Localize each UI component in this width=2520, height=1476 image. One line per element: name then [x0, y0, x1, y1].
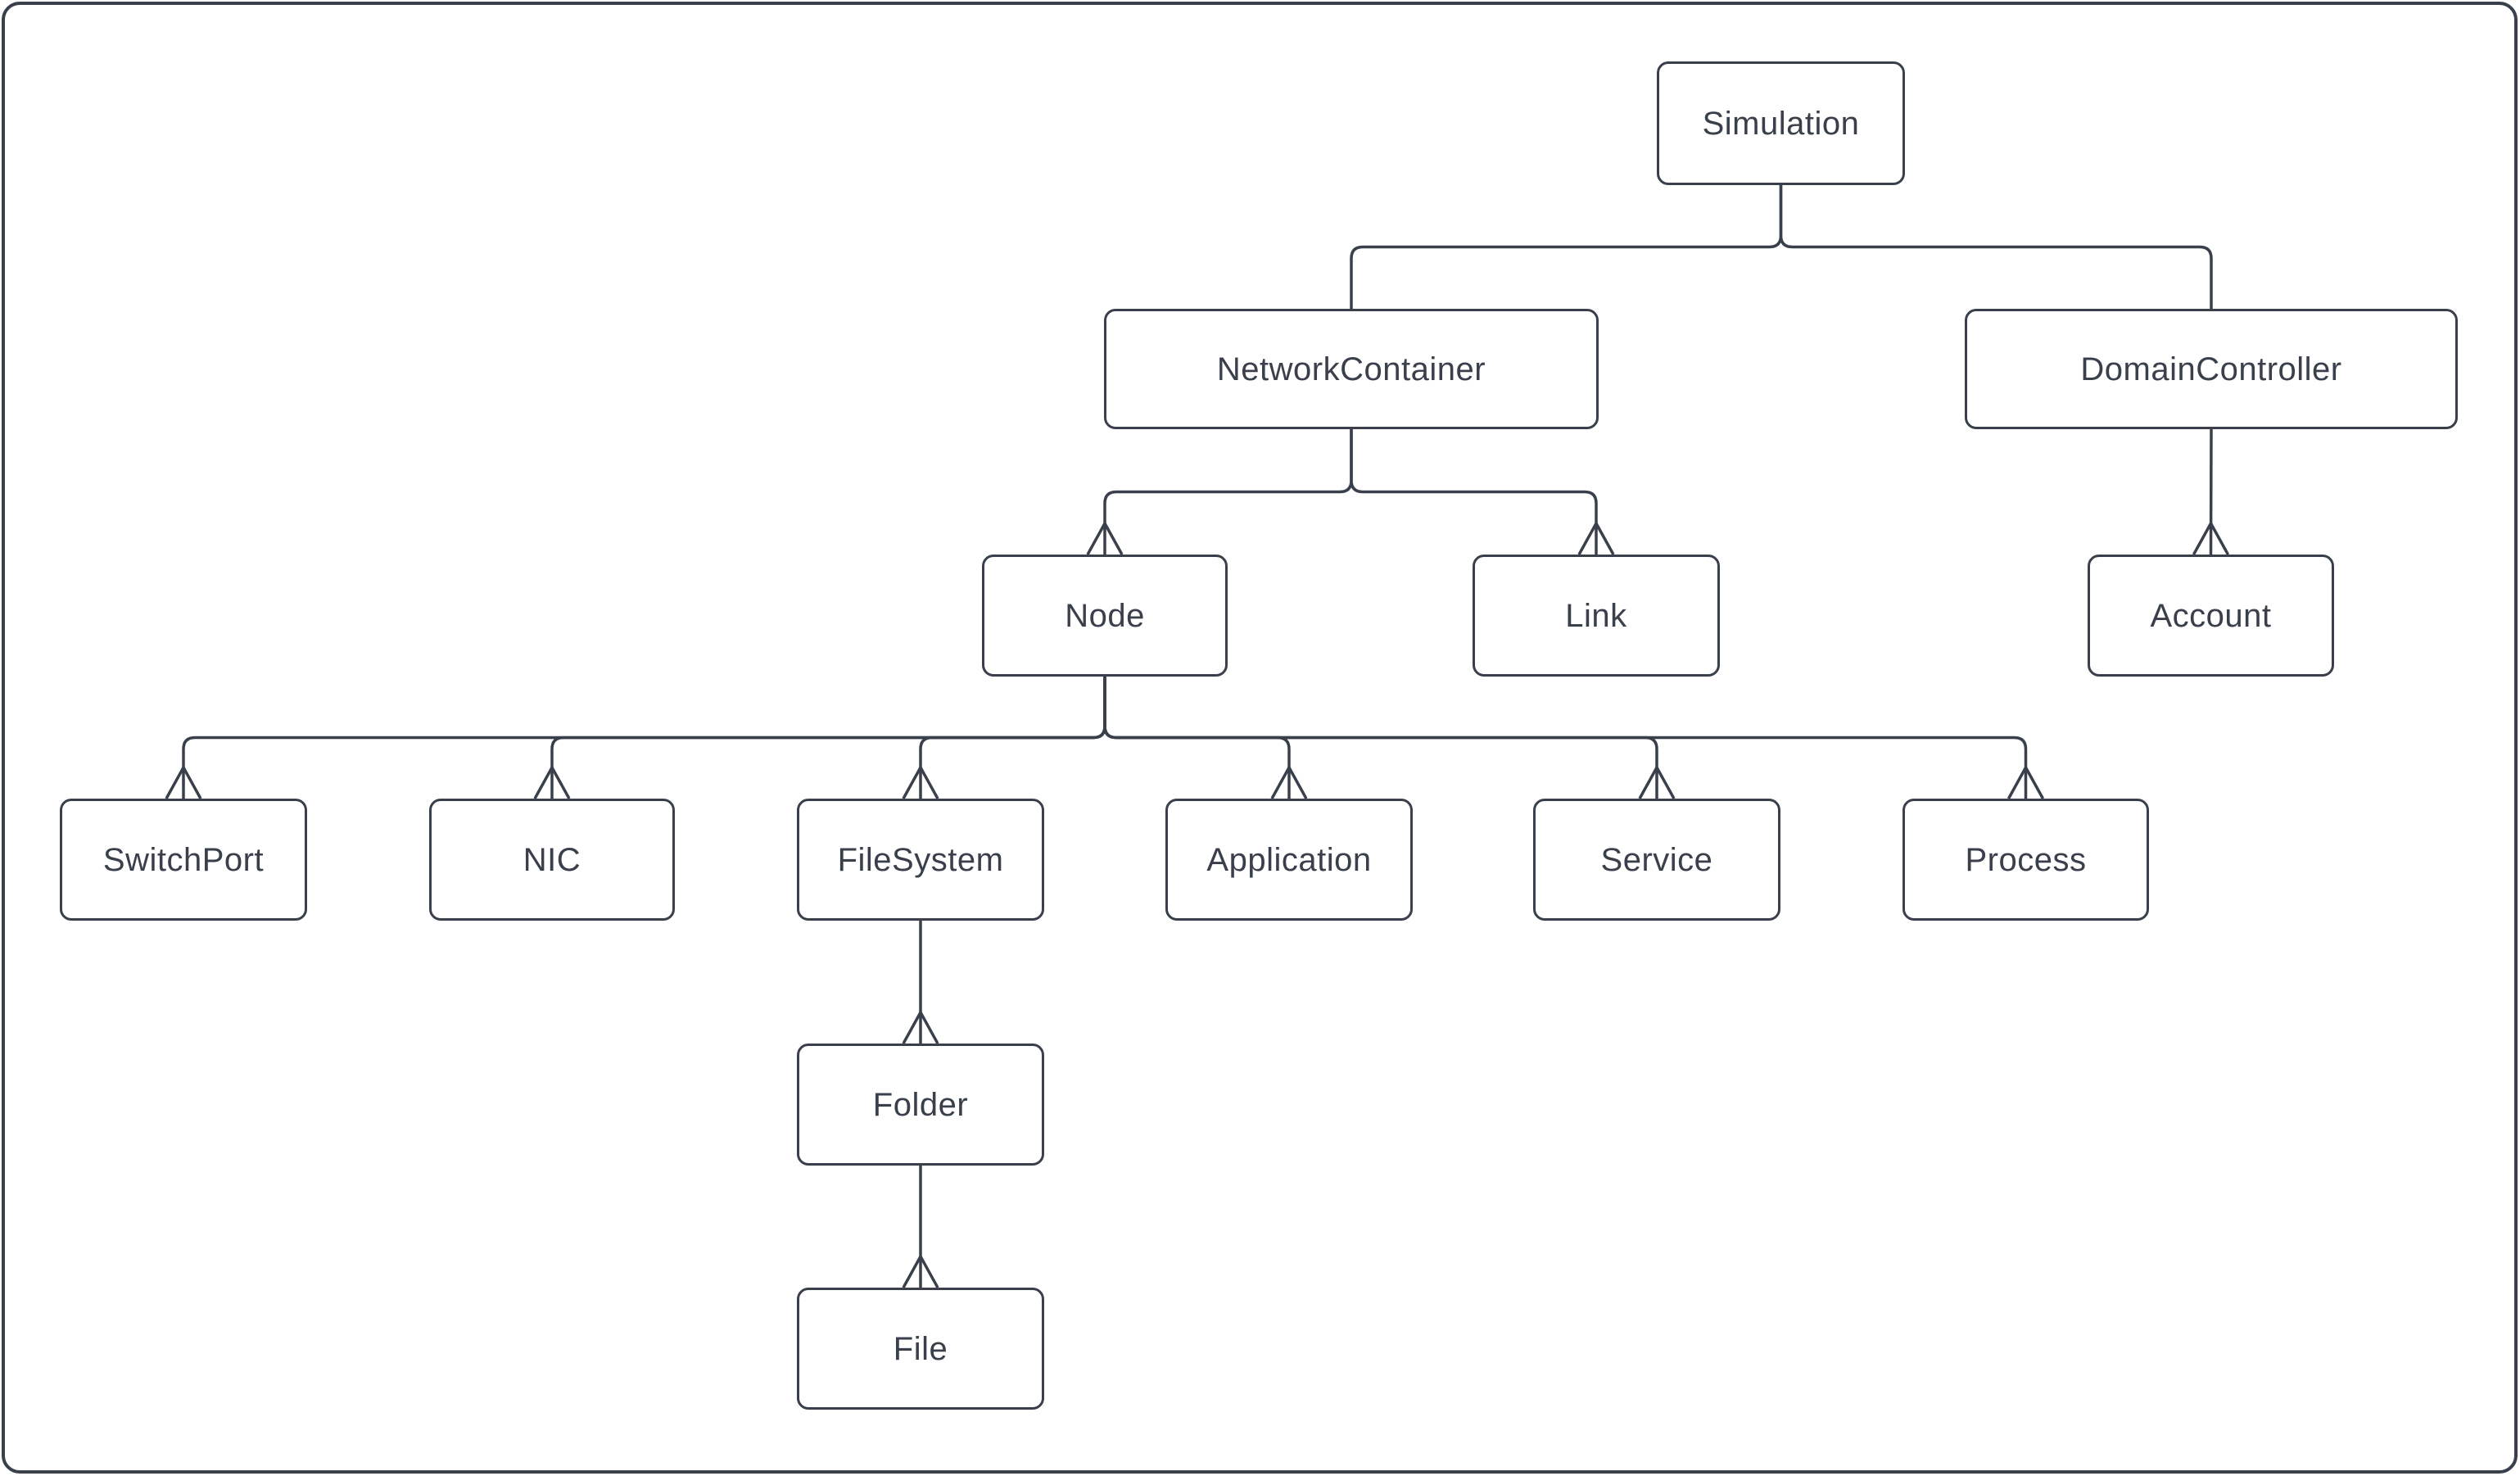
node-process[interactable]: Process	[1902, 799, 2149, 921]
node-node[interactable]: Node	[982, 555, 1228, 677]
node-networkcontainer[interactable]: NetworkContainer	[1104, 309, 1599, 429]
node-label: NetworkContainer	[1216, 351, 1486, 387]
connector-node-process	[1103, 677, 2028, 799]
node-label: Node	[1065, 597, 1145, 634]
node-file[interactable]: File	[797, 1288, 1044, 1410]
node-link[interactable]: Link	[1473, 555, 1720, 677]
connector-domaincontroller-account	[2209, 428, 2213, 555]
arrowhead-file	[902, 1255, 939, 1288]
connector-networkcontainer-node	[1103, 429, 1353, 555]
node-label: FileSystem	[837, 841, 1004, 878]
node-label: File	[893, 1330, 948, 1367]
node-label: Account	[2150, 597, 2272, 634]
arrowhead-account	[2192, 522, 2230, 555]
node-label: NIC	[523, 841, 581, 878]
node-label: Simulation	[1702, 105, 1860, 142]
arrowhead-service	[1638, 766, 1676, 799]
node-label: Link	[1565, 597, 1627, 634]
connector-simulation-networkcontainer	[1350, 185, 1783, 309]
arrowhead-switchport	[165, 766, 202, 799]
node-nic[interactable]: NIC	[429, 799, 675, 921]
node-label: Process	[1965, 841, 2087, 878]
node-label: Application	[1206, 841, 1372, 878]
node-label: Service	[1600, 841, 1713, 878]
connector-simulation-domaincontroller	[1779, 185, 2213, 309]
arrowhead-folder	[902, 1011, 939, 1044]
arrowhead-link	[1577, 522, 1615, 555]
arrowhead-node	[1086, 522, 1124, 555]
node-switchport[interactable]: SwitchPort	[60, 799, 307, 921]
arrowhead-filesystem	[902, 766, 939, 799]
node-folder[interactable]: Folder	[797, 1044, 1044, 1166]
connector-networkcontainer-link	[1350, 429, 1598, 555]
node-domaincontroller[interactable]: DomainController	[1965, 309, 2458, 429]
node-label: DomainController	[2080, 351, 2342, 387]
node-simulation[interactable]: Simulation	[1657, 61, 1905, 185]
node-service[interactable]: Service	[1533, 799, 1780, 921]
arrowhead-process	[2006, 766, 2045, 799]
node-label: Folder	[872, 1086, 969, 1123]
node-label: SwitchPort	[102, 841, 265, 878]
connector-node-filesystem	[919, 677, 1106, 799]
arrowhead-application	[1270, 766, 1308, 799]
node-account[interactable]: Account	[2088, 555, 2334, 677]
node-application[interactable]: Application	[1165, 799, 1413, 921]
node-filesystem[interactable]: FileSystem	[797, 799, 1044, 921]
arrowhead-nic	[533, 766, 571, 799]
